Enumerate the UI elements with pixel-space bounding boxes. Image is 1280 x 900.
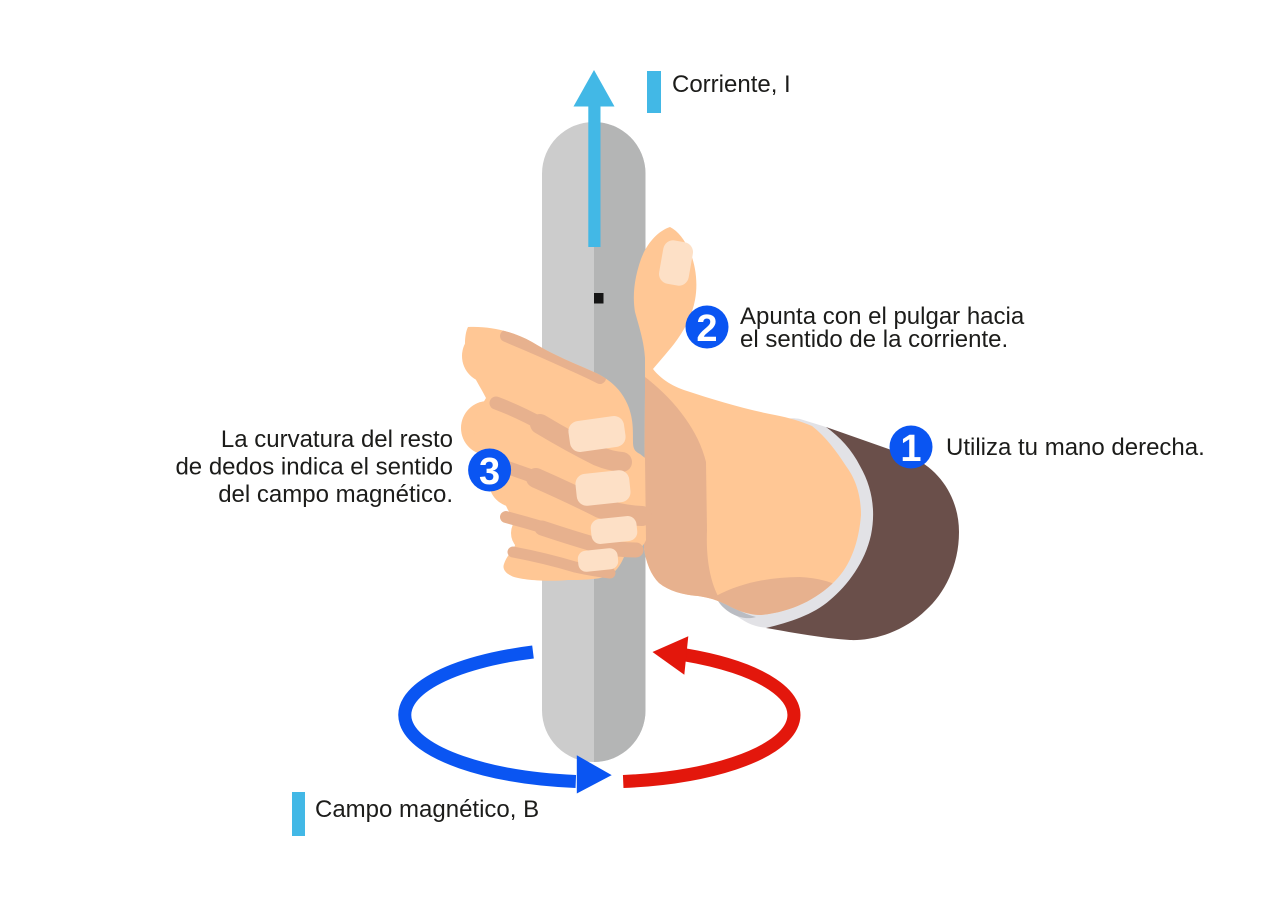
svg-text:Apunta con el pulgar hacia: Apunta con el pulgar hacia	[740, 303, 1025, 330]
svg-text:Corriente, I: Corriente, I	[672, 71, 791, 98]
svg-text:1: 1	[900, 428, 921, 470]
svg-text:Utiliza tu mano derecha.: Utiliza tu mano derecha.	[946, 434, 1205, 461]
svg-text:2: 2	[696, 308, 717, 350]
svg-text:La curvatura del resto: La curvatura del resto	[221, 426, 453, 453]
svg-text:de dedos indica el sentido: de dedos indica el sentido	[175, 454, 453, 481]
svg-text:3: 3	[479, 451, 500, 493]
svg-text:Campo magnético, B: Campo magnético, B	[315, 796, 539, 823]
svg-text:el sentido de la corriente.: el sentido de la corriente.	[740, 326, 1008, 353]
svg-text:del campo magnético.: del campo magnético.	[218, 481, 453, 508]
